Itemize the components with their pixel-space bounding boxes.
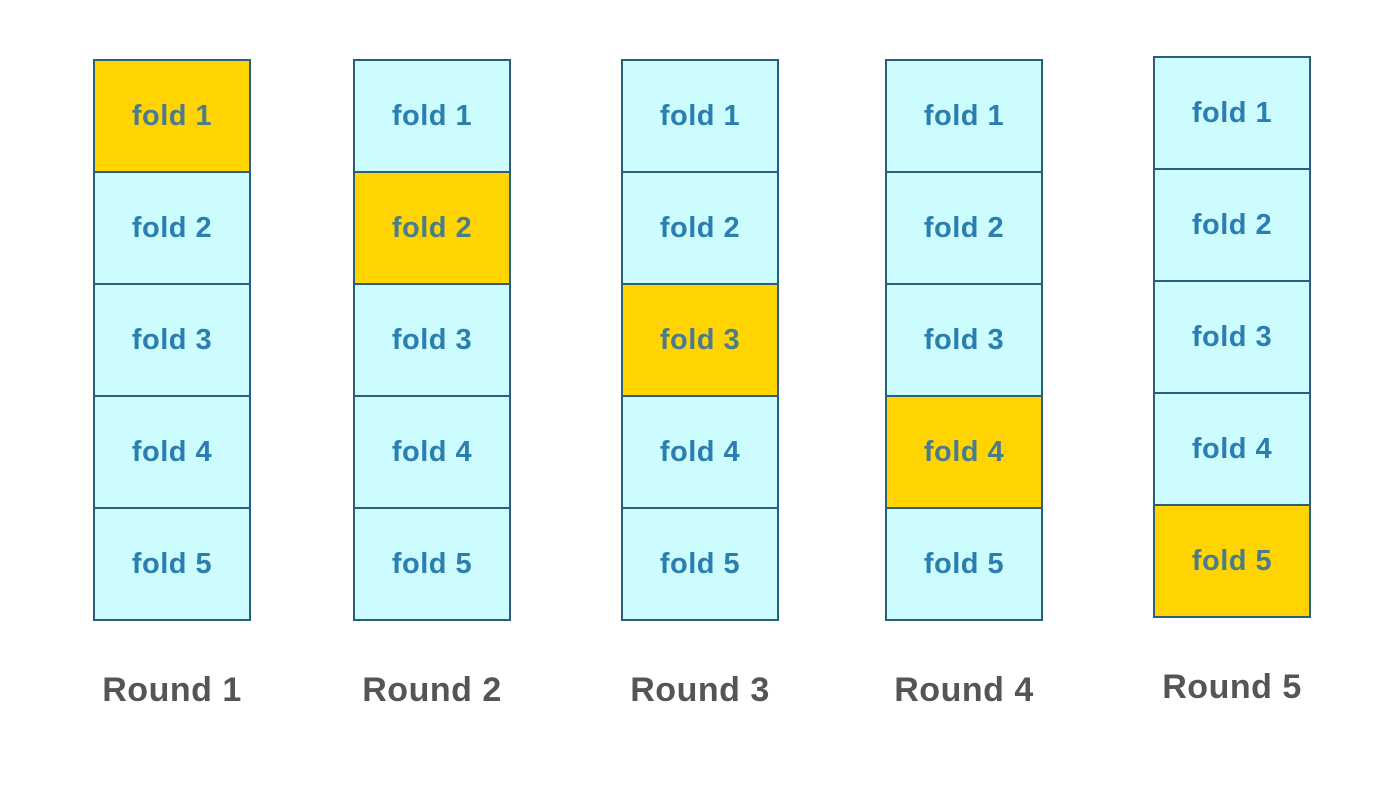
fold-cell-2: fold 2	[623, 171, 777, 283]
fold-cell-3: fold 3	[887, 283, 1041, 395]
fold-cell-2: fold 2	[887, 171, 1041, 283]
fold-cell-3: fold 3	[95, 283, 249, 395]
fold-cell-1: fold 1	[1155, 58, 1309, 168]
round-label: Round 2	[362, 671, 502, 709]
round-label: Round 4	[894, 671, 1034, 709]
fold-cell-2: fold 2	[1155, 168, 1309, 280]
fold-stack: fold 1 fold 2 fold 3 fold 4 fold 5	[93, 59, 251, 621]
round-label: Round 5	[1162, 668, 1302, 706]
round-2: fold 1 fold 2 fold 3 fold 4 fold 5 Round…	[353, 59, 511, 709]
fold-cell-3: fold 3	[355, 283, 509, 395]
fold-cell-1: fold 1	[887, 61, 1041, 171]
fold-cell-3: fold 3	[623, 283, 777, 395]
fold-cell-3: fold 3	[1155, 280, 1309, 392]
round-3: fold 1 fold 2 fold 3 fold 4 fold 5 Round…	[621, 59, 779, 709]
fold-stack: fold 1 fold 2 fold 3 fold 4 fold 5	[353, 59, 511, 621]
fold-cell-4: fold 4	[95, 395, 249, 507]
fold-cell-2: fold 2	[95, 171, 249, 283]
round-label: Round 3	[630, 671, 770, 709]
round-label: Round 1	[102, 671, 242, 709]
fold-cell-2: fold 2	[355, 171, 509, 283]
fold-cell-4: fold 4	[887, 395, 1041, 507]
fold-stack: fold 1 fold 2 fold 3 fold 4 fold 5	[621, 59, 779, 621]
fold-cell-1: fold 1	[623, 61, 777, 171]
fold-stack: fold 1 fold 2 fold 3 fold 4 fold 5	[885, 59, 1043, 621]
fold-cell-4: fold 4	[355, 395, 509, 507]
fold-cell-5: fold 5	[623, 507, 777, 619]
fold-cell-1: fold 1	[355, 61, 509, 171]
round-1: fold 1 fold 2 fold 3 fold 4 fold 5 Round…	[93, 59, 251, 709]
fold-cell-5: fold 5	[95, 507, 249, 619]
fold-cell-5: fold 5	[887, 507, 1041, 619]
round-4: fold 1 fold 2 fold 3 fold 4 fold 5 Round…	[885, 59, 1043, 709]
fold-cell-5: fold 5	[1155, 504, 1309, 616]
fold-cell-1: fold 1	[95, 61, 249, 171]
fold-stack: fold 1 fold 2 fold 3 fold 4 fold 5	[1153, 56, 1311, 618]
round-5: fold 1 fold 2 fold 3 fold 4 fold 5 Round…	[1153, 56, 1311, 706]
fold-cell-4: fold 4	[623, 395, 777, 507]
fold-cell-4: fold 4	[1155, 392, 1309, 504]
fold-cell-5: fold 5	[355, 507, 509, 619]
